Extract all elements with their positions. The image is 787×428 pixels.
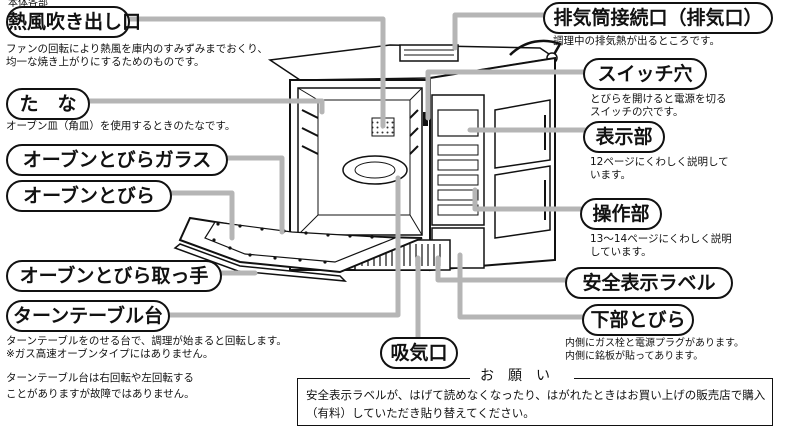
display-label: 表示部 bbox=[583, 121, 665, 153]
shelf-label: た な bbox=[6, 88, 90, 120]
safety-label-label: 安全表示ラベル bbox=[565, 267, 733, 299]
switch-hole-label: スイッチ穴 bbox=[583, 58, 707, 90]
controls-label: 操作部 bbox=[580, 198, 662, 230]
turntable-desc: ターンテーブルをのせる台で、調理が始まると回転します。 ※ガス高速オーブンタイプ… bbox=[6, 335, 287, 360]
power-cord bbox=[509, 39, 562, 59]
door-glass-label: オーブンとびらガラス bbox=[6, 144, 228, 176]
top-heading-fragment: 本体各部 bbox=[8, 0, 48, 9]
door-handle-label: オーブンとびら取っ手 bbox=[6, 260, 222, 292]
switch-hole-desc: とびらを開けると電源を切る スイッチの穴です。 bbox=[590, 93, 727, 118]
hot-air-outlet-label: 熱風吹き出し口 bbox=[6, 6, 141, 38]
lower-door-desc: 内側にガス栓と電源プラグがあります。 内側に銘板が貼ってあります。 bbox=[565, 338, 744, 362]
controls-desc: 13〜14ページにくわしく説明 しています。 bbox=[590, 233, 732, 258]
intake-label: 吸気口 bbox=[380, 337, 458, 369]
door-glass-pane bbox=[204, 221, 396, 263]
door-label: オーブンとびら bbox=[6, 180, 172, 212]
door-handle-shape bbox=[173, 243, 348, 282]
display-window bbox=[437, 109, 479, 137]
shelf-desc: オーブン皿（角皿）を使用するときのたなです。 bbox=[6, 120, 236, 132]
switch-hole-shape bbox=[423, 112, 428, 126]
display-desc: 12ページにくわしく説明して います。 bbox=[590, 156, 729, 181]
notice-title: お願い bbox=[470, 367, 574, 385]
hot-air-outlet-desc: ファンの回転により熱風を庫内のすみずみまでおくり、 均一な焼き上がりにするための… bbox=[6, 43, 268, 68]
exhaust-label: 排気筒接続口（排気口） bbox=[543, 2, 773, 34]
exhaust-port bbox=[399, 44, 459, 62]
turntable-note: ターンテーブル台は右回転や左回転する ことがありますが故障ではありません。 bbox=[6, 372, 195, 400]
turntable-label: ターンテーブル台 bbox=[6, 300, 170, 332]
exhaust-desc: 調理中の排気熱が出るところです。 bbox=[553, 35, 720, 47]
notice-text: 安全表示ラベルが、はげて読めなくなったり、はがれたときはお買い上げの販売店で購入… bbox=[306, 388, 766, 420]
lower-door-label: 下部とびら bbox=[582, 304, 694, 336]
